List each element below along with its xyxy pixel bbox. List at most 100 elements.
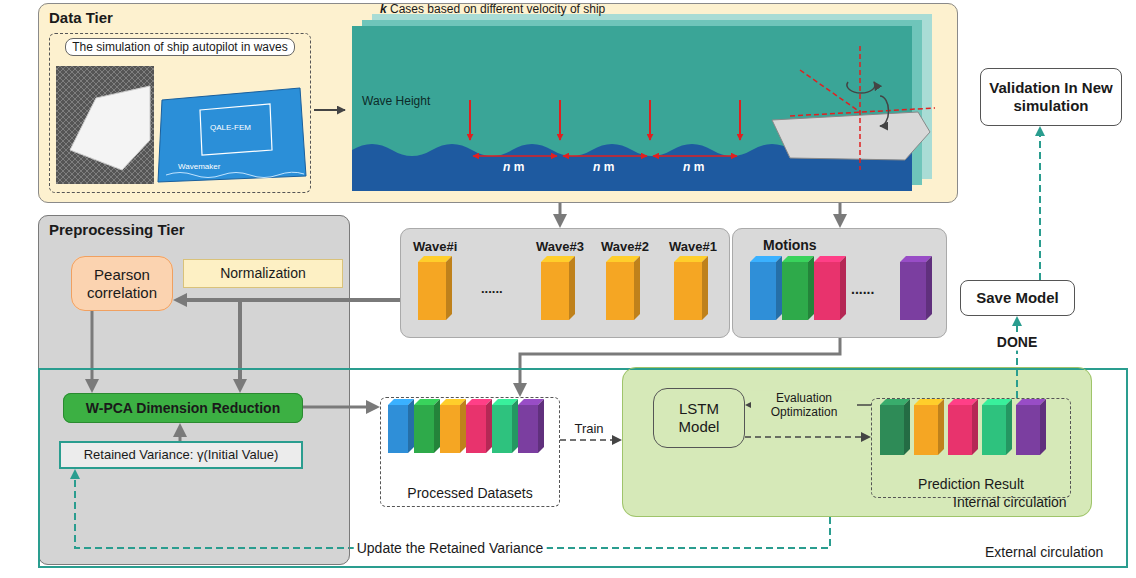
block-front (492, 405, 512, 453)
spacing-dimension (563, 155, 647, 157)
wave-tank-image (200, 104, 272, 155)
block-side (569, 256, 575, 320)
block-side (512, 399, 518, 453)
block-side (702, 256, 708, 320)
loop-outline-fill (38, 368, 1128, 568)
node-label: W-PCA Dimension Reduction (86, 400, 280, 417)
dataset-box: Processed Datasets (380, 397, 560, 507)
connector (560, 439, 614, 441)
process-box: Save Model (960, 280, 1075, 316)
model-box-fill (653, 388, 745, 448)
wave-tank-image (158, 88, 306, 182)
wave-data-panel-fill (400, 228, 730, 338)
process-box-fill (71, 256, 173, 311)
process-box-fill (183, 259, 343, 288)
dimension-label: n m (593, 160, 614, 174)
block-side (408, 399, 414, 453)
process-box-fill (980, 68, 1122, 126)
process-box: Pearson correlation (71, 256, 173, 311)
connector (559, 203, 562, 220)
wave-case-panels (352, 26, 912, 191)
tier-panel-fill (38, 215, 350, 565)
block-front (782, 262, 808, 320)
spacing-dimension (473, 155, 737, 157)
block-side (1006, 399, 1012, 455)
node-label: Motions (763, 237, 817, 254)
panel-heading: The simulation of ship autopilot in wave… (65, 38, 294, 56)
node-label: Normalization (220, 265, 306, 282)
block-side (972, 399, 978, 455)
node-label: Validation In New simulation (989, 79, 1113, 115)
motion-data-panel: Motions...... (732, 228, 947, 338)
node-label: Pearson correlation (80, 266, 164, 302)
block-side (446, 256, 452, 320)
connector (179, 431, 182, 441)
block-front (606, 262, 634, 320)
edge-label: Train (571, 421, 606, 437)
node-label: Wave#i (413, 239, 457, 255)
ship-hull (847, 82, 875, 93)
edge-label: Evaluation Optimization (751, 391, 857, 420)
block-front (418, 262, 446, 320)
connector (303, 406, 372, 409)
data-blocks (388, 256, 1046, 455)
block-front (982, 405, 1006, 455)
block-front (674, 262, 702, 320)
cfd-hull-image (56, 66, 154, 184)
wave-height-probes (649, 100, 651, 140)
tier-panel-fill (38, 3, 958, 203)
wave-height-probes (470, 100, 740, 140)
cfd-hull-image (56, 66, 154, 184)
edge-label: Update the Retained Variance (354, 540, 547, 557)
node-label: External circulation (985, 544, 1103, 561)
loop-panel: Internal circulation LSTM ModelPrediction… (622, 367, 1092, 517)
connector (839, 203, 842, 220)
block-front (541, 262, 569, 320)
node-label: Wave#2 (601, 239, 649, 255)
node-label: Processed Datasets (407, 485, 532, 502)
wave-data-panel: Wave#i...... Wave#3 Wave#2 Wave#1 (400, 228, 730, 338)
process-box: W-PCA Dimension Reduction (63, 393, 303, 423)
wave-height-label: Wave Height (362, 94, 430, 108)
simulation-box-fill (49, 33, 311, 193)
node-label: Prediction Result (918, 476, 1024, 493)
connector (520, 338, 840, 389)
node-label: ...... (481, 281, 503, 297)
node-label: Internal circulation (953, 494, 1067, 511)
node-label: ...... (851, 281, 874, 298)
spacing-dimension (653, 155, 737, 157)
block-side (486, 399, 492, 453)
block-front (1016, 405, 1040, 455)
node-label: Retained Variance: γ(Initial Value) (84, 447, 279, 463)
block-front (948, 405, 972, 455)
case-note: k Cases based on different velocity of s… (380, 2, 605, 16)
node-label: LSTM Model (662, 400, 736, 436)
block-front (750, 262, 776, 320)
connector (745, 436, 863, 438)
loop-outline: External circulationProcessed DatasetsIn… (38, 368, 1128, 568)
node-label: Wave#1 (669, 239, 717, 255)
spacing-dimension (473, 155, 557, 157)
parameter-box: Retained Variance: γ(Initial Value) (59, 441, 303, 469)
block-side (840, 256, 846, 320)
block-side (1040, 399, 1046, 455)
connector (1039, 134, 1041, 280)
connector (75, 477, 830, 548)
block-front (414, 405, 434, 453)
process-box: Normalization (183, 259, 343, 288)
block-side (434, 399, 440, 453)
wave-height-probes (559, 100, 561, 140)
block-front (900, 262, 926, 320)
block-side (538, 399, 544, 453)
tier-panel: Data TierThe simulation of ship autopilo… (38, 3, 958, 203)
block-front (388, 405, 408, 453)
connector (91, 311, 94, 385)
edge-label: DONE (994, 334, 1040, 351)
block-front (880, 405, 904, 455)
block-side (904, 399, 910, 455)
ship-hull (772, 46, 935, 170)
process-box-fill (960, 280, 1075, 316)
motion-data-panel-fill (732, 228, 947, 338)
node-label: Wave#3 (536, 239, 584, 255)
ship-hull (790, 108, 935, 116)
